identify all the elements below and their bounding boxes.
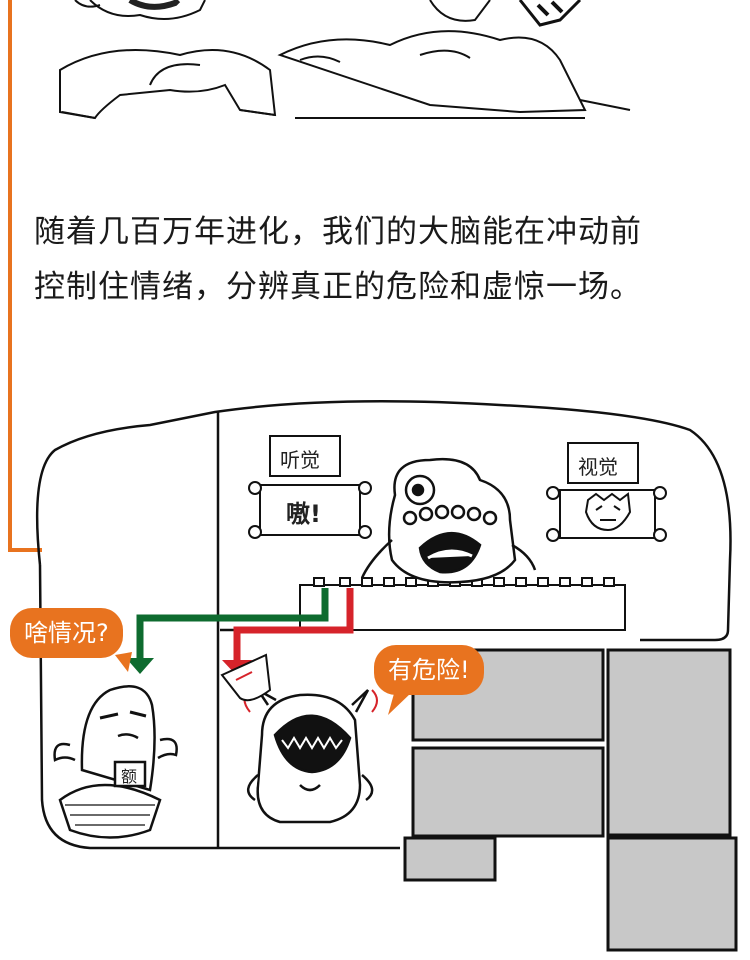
question-bubble: 啥情况? [10, 608, 123, 658]
red-path [233, 588, 354, 662]
vision-sign [546, 442, 667, 542]
vision-sign-label: 视觉 [578, 455, 618, 479]
nameplate-badge: 额 [121, 767, 138, 786]
hearing-sign-label: 听觉 [280, 448, 320, 472]
caption-line-1: 随着几百万年进化，我们的大脑能在冲动前 [34, 214, 642, 250]
danger-bubble-tail [388, 690, 412, 715]
hearing-sign [248, 435, 372, 539]
question-bubble-tail [115, 652, 132, 672]
caption: 随着几百万年进化，我们的大脑能在冲动前 控制住情绪，分辨真正的危险和虚惊一场。 [34, 205, 734, 315]
thalamus-monster [360, 457, 537, 584]
sound-sign-label: 嗷! [286, 500, 321, 528]
prefrontal-creature [53, 685, 178, 839]
caveman-scene [59, 0, 631, 120]
gray-blocks [403, 648, 738, 952]
timeline-line [8, 0, 42, 552]
caption-line-2: 控制住情绪，分辨真正的危险和虚惊一场。 [34, 269, 642, 305]
green-arrowhead [126, 658, 154, 674]
green-path [136, 588, 329, 660]
cone-shape [220, 653, 272, 702]
amygdala-monster [243, 688, 378, 824]
danger-bubble: 有危险! [374, 645, 484, 695]
control-desk [299, 577, 626, 631]
